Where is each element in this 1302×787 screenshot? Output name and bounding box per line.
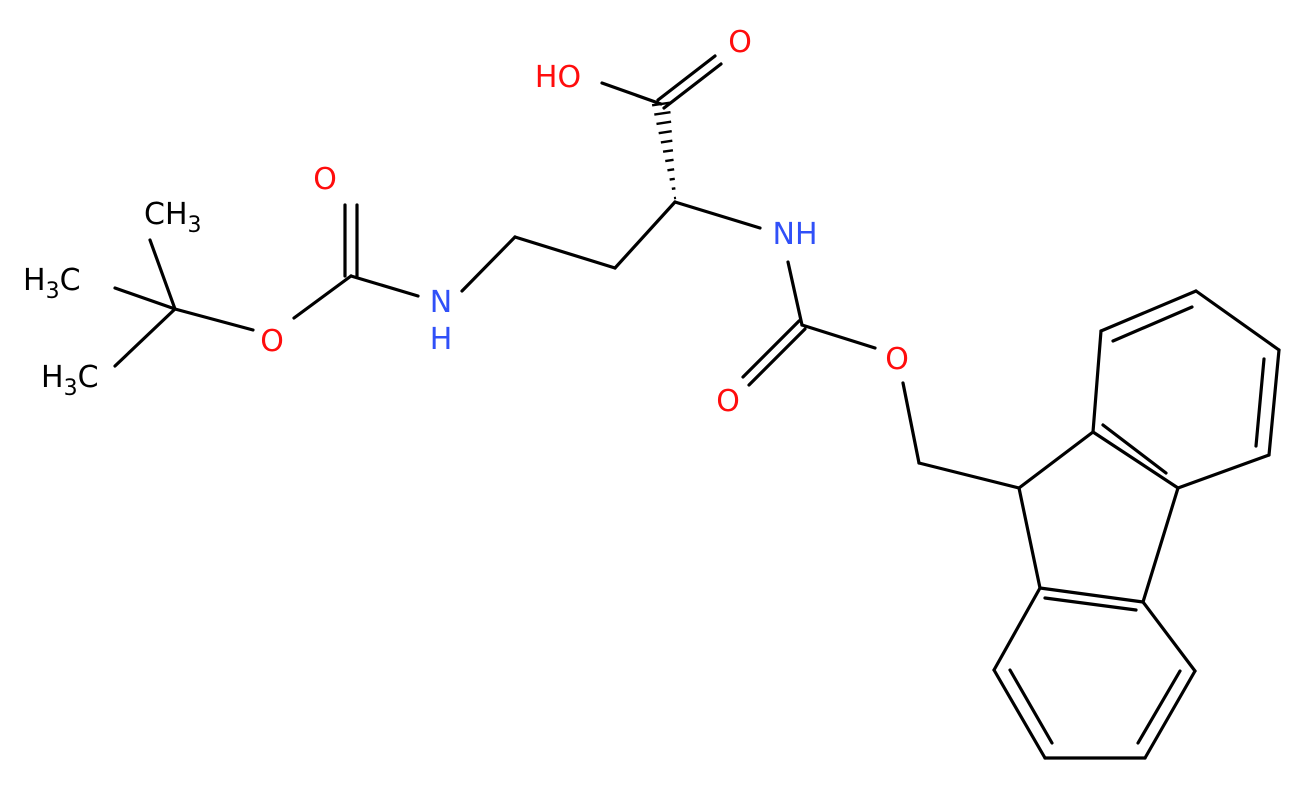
atom-o-carbonyl-acid: O [728, 25, 752, 60]
bond-ring-a-5 [1178, 455, 1269, 488]
bond-c8a-c8b [1093, 432, 1178, 488]
atom-o-fmoc-carbonyl: O [716, 384, 740, 419]
bond-ctert-ch3-left [115, 288, 175, 309]
hash-wedge-line [663, 150, 673, 151]
atom-n-gamma: N [430, 285, 452, 320]
atom-o-hydroxyl: HO [535, 60, 581, 95]
hash-wedge-line [656, 122, 671, 124]
bond-ring-b-5 [1143, 602, 1195, 671]
atom-o-boc-carbonyl: O [313, 162, 337, 197]
bond-layer [115, 56, 1279, 758]
atom-ch3-bottom: H3C [41, 360, 99, 401]
hash-wedge-line [672, 188, 676, 189]
atom-o-boc-ester: O [260, 324, 284, 359]
hash-wedge-line [665, 160, 673, 161]
bond-ch2-c9 [919, 463, 1019, 488]
bond-ring-a-inner-2 [1256, 359, 1264, 446]
hash-wedge-line [670, 179, 675, 180]
ch3-bottom-tail: C [78, 360, 99, 395]
bond-ctert-ch3-top [150, 240, 175, 309]
ch3-left-main: H [23, 263, 46, 298]
hash-wedge-line [654, 112, 670, 114]
bond-calpha-cbeta [615, 202, 675, 268]
bond-ctert-ch3-bottom [115, 309, 175, 366]
atom-n-gamma-hydrogen: H [430, 322, 453, 357]
bond-boc-c-o [294, 276, 351, 318]
atom-ch3-top: CH3 [144, 197, 202, 238]
bond-boc-o-ctert [175, 309, 253, 330]
atom-ch3-left: H3C [23, 263, 81, 304]
ch3-top-subscript: 3 [188, 213, 202, 238]
bond-c-o-double-2 [664, 64, 721, 108]
bond-fmoc-co-double-2 [749, 329, 805, 385]
bond-ring-a-inner-3 [1103, 425, 1166, 473]
bond-ring-a-4 [1269, 350, 1279, 455]
bond-nalpha-ccarbonyl [788, 262, 802, 325]
bond-fmoc-co-double-1 [743, 321, 799, 377]
bond-ring-a-3 [1196, 291, 1279, 350]
hash-wedge-line [667, 169, 674, 170]
ch3-bottom-subscript: 3 [64, 376, 78, 401]
bond-c-oh [602, 83, 661, 104]
atom-o-fmoc-ester: O [885, 342, 909, 377]
bond-fmoc-o-ch2 [903, 383, 919, 463]
bond-ring-b-4 [1145, 671, 1195, 758]
stereo-hashed-wedge [652, 103, 676, 198]
bond-c9-c8a [1019, 432, 1093, 488]
bond-ring-a-inner-1 [1113, 307, 1192, 341]
bond-cbeta-cgamma [515, 237, 615, 268]
ch3-left-subscript: 3 [46, 279, 60, 304]
bond-c8b-c4b [1143, 488, 1178, 602]
ch3-bottom-main: H [41, 360, 64, 395]
bond-ring-a-1 [1093, 331, 1101, 432]
atom-n-alpha: NH [773, 217, 818, 252]
bond-cgamma-ngamma [462, 237, 515, 291]
bond-calpha-nalpha [675, 202, 760, 228]
bond-ngamma-ccarbonyl [351, 276, 418, 296]
bond-ring-b-2 [994, 670, 1045, 758]
bond-ring-b-1 [994, 588, 1040, 670]
bond-c9-c9a [1019, 488, 1040, 588]
hash-wedge-line [661, 141, 672, 143]
ch3-left-tail: C [60, 263, 81, 298]
bond-c-o-double-1 [658, 56, 715, 100]
ch3-top-main: CH [144, 197, 188, 232]
bond-fmoc-c-o [802, 325, 875, 348]
hash-wedge-line [659, 131, 672, 133]
